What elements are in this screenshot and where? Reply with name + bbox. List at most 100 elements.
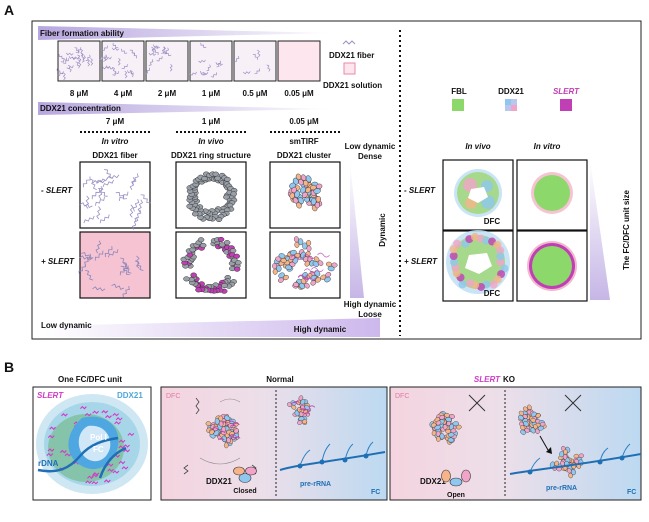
normal-frame: [160, 386, 388, 501]
concentration-label-3: 1 μM: [202, 89, 221, 98]
row-minus-slert: - SLERT: [41, 186, 73, 195]
concentration-label-5: 0.05 μM: [284, 89, 314, 98]
dynamic-bottom-wedge: [38, 318, 380, 337]
unit-rdna: rDNA: [38, 459, 59, 468]
cluster-structures: [272, 173, 338, 290]
condition-in-vitro: In vitro: [102, 137, 129, 146]
ko-rrna-strand: [509, 443, 642, 475]
unit-pol1: Pol I: [90, 433, 107, 442]
closed-label: Closed: [233, 488, 256, 495]
legend-fiber-label: DDX21 fiber: [329, 51, 374, 60]
open-label: Open: [447, 492, 465, 499]
normal-dense-cluster: [205, 414, 241, 449]
dense-label-2: Dense: [358, 152, 383, 161]
cluster-plus: [272, 236, 338, 290]
legend-fbl-label: FBL: [451, 87, 467, 96]
conc-005um: 0.05 μM: [289, 117, 319, 126]
normal-pre-rrna: pre-rRNA: [300, 481, 331, 488]
loose-label-2: Loose: [358, 310, 382, 319]
legend-fbl-swatch: [452, 99, 464, 111]
legend-slert-swatch: [560, 99, 572, 111]
dynamic-wedge: [350, 162, 364, 298]
condition-in-vivo: In vivo: [198, 137, 223, 146]
legend-ddx21-swatch-tint2: [511, 105, 517, 111]
legend-fiber-icon: [342, 40, 356, 45]
legend-slert-label: SLERT: [553, 87, 580, 96]
cell-cluster-minus: [269, 161, 341, 229]
panel-a-label: A: [4, 2, 14, 18]
ko-title: KO: [503, 375, 515, 384]
concentration-box-2: [145, 40, 189, 82]
structure-fiber: DDX21 fiber: [92, 151, 137, 160]
normal-title: Normal: [266, 375, 294, 384]
concentration-label-0: 8 μM: [70, 89, 89, 98]
concentration-box-3: [189, 40, 233, 82]
right-row-plus: + SLERT: [404, 257, 438, 266]
ko-cluster-left: [429, 411, 462, 445]
ko-slert: SLERT: [474, 375, 501, 384]
concentration-box-4: [233, 40, 277, 82]
fiber-ability-title: Fiber formation ability: [40, 29, 125, 38]
cluster-minus: [287, 173, 323, 212]
ko-cluster-top: [518, 404, 547, 435]
concentration-box-0: [56, 40, 101, 82]
right-in-vitro: In vitro: [534, 142, 561, 151]
concentration-box-5: [277, 40, 321, 82]
fiber-ability-wedge: [38, 26, 330, 40]
open-ddx21-icon: [441, 469, 471, 487]
dynamic-label: Dynamic: [378, 213, 387, 247]
normal-rrna-strand: [279, 441, 386, 471]
legend-solution-label: DDX21 solution: [323, 81, 382, 90]
concentration-labels: 8 μM 4 μM 2 μM 1 μM 0.5 μM 0.05 μM: [70, 89, 314, 98]
legend-ddx21-label: DDX21: [498, 87, 524, 96]
normal-small-cluster: [287, 395, 316, 425]
normal-ddx21: DDX21: [206, 477, 232, 486]
bottom-low-dynamic: Low dynamic: [41, 321, 92, 330]
bottom-high-dynamic: High dynamic: [294, 325, 347, 334]
legend-solution-icon: [343, 62, 356, 75]
right-row-minus: - SLERT: [404, 186, 436, 195]
concentration-series: [56, 40, 321, 82]
fiber-squiggles: [78, 169, 151, 298]
unit-size-label: The FC/DFC unit size: [622, 189, 631, 270]
fiber-squiggles-plus: [78, 240, 144, 298]
structure-ring: DDX21 ring structure: [171, 151, 252, 160]
conc-7um: 7 μM: [106, 117, 125, 126]
right-in-vivo: In vivo: [465, 142, 490, 151]
ring-structure-plus: [180, 236, 242, 294]
ring-structure-minus: [186, 171, 238, 223]
fiber-squiggles-minus: [79, 169, 151, 230]
dense-label-1: Low dynamic: [345, 142, 396, 151]
dfc-label-minus: DFC: [484, 217, 501, 226]
ko-cross-icon-2: [564, 394, 582, 412]
concentration-label-4: 0.5 μM: [243, 89, 268, 98]
ko-pre-rrna: pre-rRNA: [546, 485, 577, 492]
concentration-label-1: 4 μM: [114, 89, 133, 98]
cell-fiber-plus: [79, 231, 151, 299]
normal-dfc: DFC: [166, 393, 180, 400]
panel-b-label: B: [4, 359, 14, 375]
droplet-plus: [527, 241, 577, 291]
row-plus-slert: + SLERT: [41, 257, 75, 266]
closed-ddx21-icon: [233, 466, 257, 483]
structure-cluster: DDX21 cluster: [277, 151, 331, 160]
ko-frame: [389, 386, 642, 501]
panel-a-frame: [31, 20, 642, 340]
dfc-unit-minus: [454, 169, 502, 217]
unit-illustration: [36, 394, 148, 494]
dfc-unit-plus: [446, 230, 510, 294]
ddx21-concentration-title: DDX21 concentration: [40, 104, 121, 113]
ko-cluster-on-strand: [549, 445, 585, 479]
loose-label-1: High dynamic: [344, 300, 397, 309]
legend-ddx21-swatch-tint: [505, 99, 511, 105]
unit-slert: SLERT: [37, 391, 64, 400]
ko-fc: FC: [627, 489, 636, 496]
concentration-label-2: 2 μM: [158, 89, 177, 98]
droplet-minus: [531, 172, 573, 214]
dfc-label-plus: DFC: [484, 289, 501, 298]
ko-arrow-icon: [539, 435, 552, 454]
unit-ddx21: DDX21: [117, 391, 143, 400]
conc-1um: 1 μM: [202, 117, 221, 126]
unit-title: One FC/DFC unit: [58, 375, 122, 384]
